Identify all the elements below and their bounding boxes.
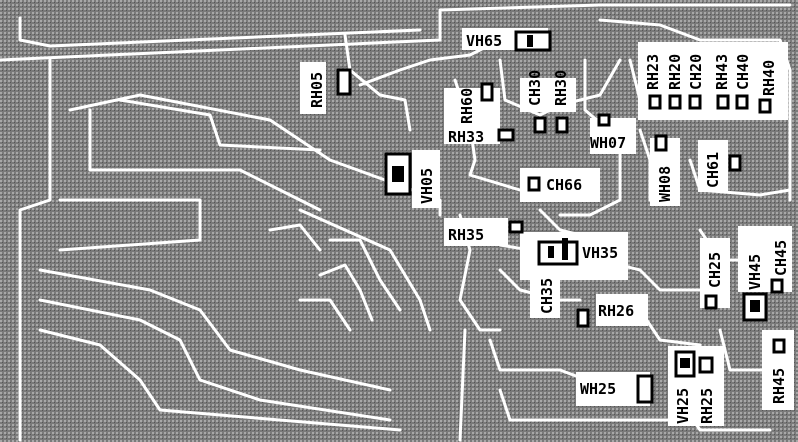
- label-rh25: RH25: [698, 388, 716, 424]
- label-ch45: CH45: [772, 240, 790, 276]
- rh26-pad: [576, 308, 590, 328]
- label-ch25: CH25: [706, 252, 724, 288]
- label-rh35: RH35: [448, 226, 484, 244]
- label-vh35: VH35: [582, 244, 618, 262]
- vh65-pad: [527, 35, 533, 47]
- rh30-pad: [555, 116, 569, 134]
- wh08-pad: [654, 134, 668, 152]
- ch66-pad: [527, 176, 541, 192]
- rh23-pad: [648, 94, 662, 110]
- label-vh25: VH25: [674, 388, 692, 424]
- label-wh07: WH07: [590, 134, 626, 152]
- label-rh45: RH45: [770, 368, 788, 404]
- vh45-pad: [750, 300, 760, 312]
- label-rh05: RH05: [308, 72, 326, 108]
- label-ch35: CH35: [538, 278, 556, 314]
- vh35-package: [537, 240, 579, 266]
- rh35-pad: [508, 220, 524, 234]
- label-rh43: RH43: [713, 54, 731, 90]
- label-vh45: VH45: [746, 254, 764, 290]
- label-rh40: RH40: [760, 60, 778, 96]
- rh60-pad: [480, 82, 494, 102]
- label-ch66: CH66: [546, 176, 582, 194]
- label-wh25: WH25: [580, 380, 616, 398]
- label-rh33: RH33: [448, 128, 484, 146]
- rh33-pad: [497, 128, 515, 142]
- label-ch30: CH30: [526, 70, 544, 106]
- ch61-pad: [728, 154, 742, 172]
- components: [336, 30, 786, 404]
- vh35-pad-b: [562, 238, 568, 260]
- rh43-pad: [716, 94, 730, 110]
- rh40-pad: [758, 98, 772, 114]
- label-rh30: RH30: [552, 70, 570, 106]
- label-rh26: RH26: [598, 302, 634, 320]
- label-vh05: VH05: [418, 168, 436, 204]
- label-rh20: RH20: [666, 54, 684, 90]
- ch40-pad: [735, 94, 749, 110]
- vh05-pad: [392, 166, 404, 182]
- rh25-pad: [698, 356, 714, 374]
- rh45-pad: [772, 338, 786, 354]
- label-wh08: WH08: [656, 166, 674, 202]
- ch30-pad: [533, 116, 547, 134]
- ch20-pad: [688, 94, 702, 110]
- label-rh23: RH23: [644, 54, 662, 90]
- rh05-pad: [336, 68, 352, 96]
- labels: VH65 RH05 RH60 CH30 RH30 RH23 RH20 CH20 …: [308, 32, 790, 424]
- isolation-channels: [0, 3, 792, 442]
- wh25-pad: [636, 374, 654, 404]
- label-rh60: RH60: [458, 88, 476, 124]
- ch25-pad: [704, 294, 718, 310]
- label-ch40: CH40: [734, 54, 752, 90]
- label-ch20: CH20: [687, 54, 705, 90]
- label-panels: [300, 28, 794, 426]
- vh25-pad: [680, 358, 690, 368]
- ch45-pad: [770, 278, 784, 294]
- vh35-pad-a: [548, 246, 554, 258]
- wh07-pad: [597, 113, 611, 127]
- rh20-pad: [668, 94, 682, 110]
- label-vh65: VH65: [466, 32, 502, 50]
- label-ch61: CH61: [704, 152, 722, 188]
